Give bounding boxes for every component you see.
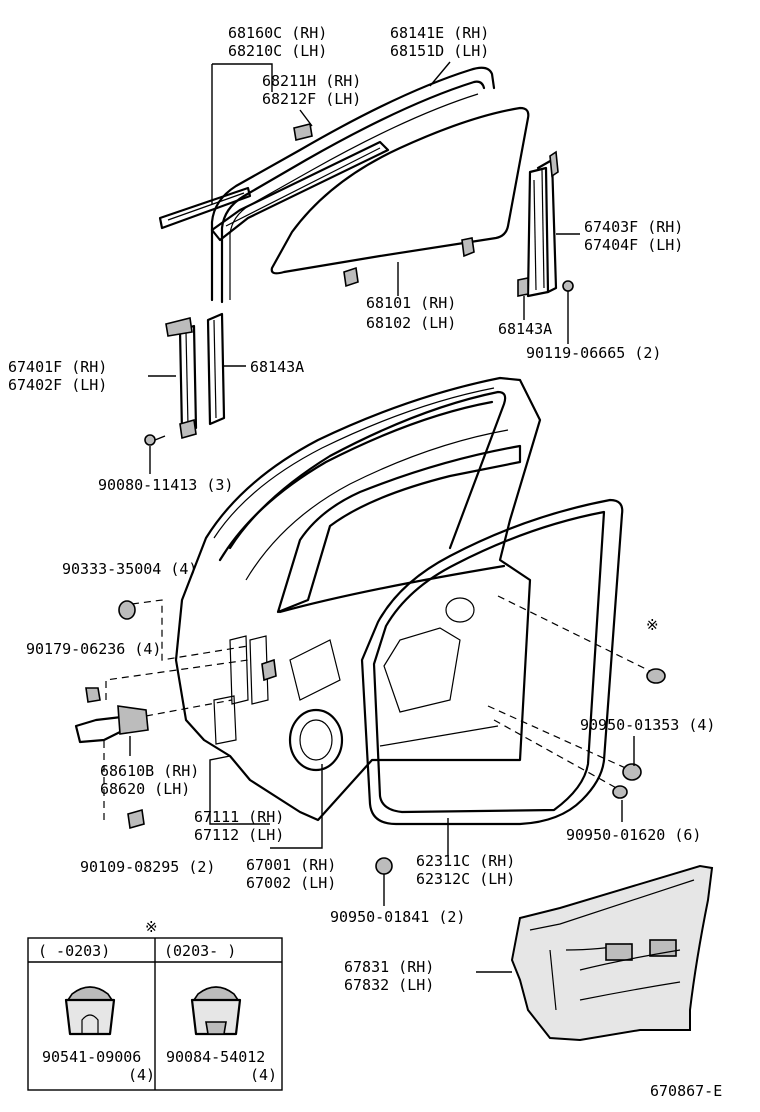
label-67001-lh: 67002 (LH) bbox=[246, 874, 336, 892]
label-67401-rh: 67401F (RH) bbox=[8, 358, 107, 376]
label-90333: 90333-35004 (4) bbox=[62, 560, 197, 578]
label-90950-01620: 90950-01620 (6) bbox=[566, 826, 701, 844]
label-68610-rh: 68610B (RH) bbox=[100, 762, 199, 780]
label-67831-rh: 67831 (RH) bbox=[344, 958, 434, 976]
label-67403-lh: 67404F (LH) bbox=[584, 236, 683, 254]
label-68141-rh: 68141E (RH) bbox=[390, 24, 489, 42]
outer-belt-molding bbox=[158, 186, 252, 230]
door-outer-weatherstrip bbox=[218, 390, 507, 562]
glass-run bbox=[210, 140, 390, 242]
bolt-90080 bbox=[144, 434, 166, 446]
label-67401-lh: 67402F (LH) bbox=[8, 376, 107, 394]
clip-table-col1-header: ( -0203) bbox=[38, 942, 110, 960]
leader-68211 bbox=[299, 109, 313, 127]
screw-90109 bbox=[127, 808, 145, 830]
rear-division-bar bbox=[517, 150, 559, 298]
label-68143a-right: 68143A bbox=[498, 320, 552, 338]
clip-nut-note bbox=[646, 668, 666, 684]
label-68160-lh: 68210C (LH) bbox=[228, 42, 327, 60]
label-67831-lh: 67832 (LH) bbox=[344, 976, 434, 994]
leader-68160 bbox=[212, 63, 273, 92]
clip-90950-01353 bbox=[622, 763, 642, 781]
note-mark: ※ bbox=[646, 616, 659, 634]
clip-table-mark: ※ bbox=[145, 918, 158, 936]
clip-table: ※ ( -0203) (0203- ) 90541-09006 (4) 9008… bbox=[27, 918, 283, 1091]
clip-table-col2-header: (0203- ) bbox=[164, 942, 236, 960]
diagram-code: 670867-E bbox=[650, 1082, 722, 1100]
label-67111-lh: 67112 (LH) bbox=[194, 826, 284, 844]
leader-dash-3 bbox=[493, 719, 621, 791]
leader-dash-7 bbox=[145, 699, 233, 717]
leader-68141 bbox=[429, 61, 451, 87]
label-67001-rh: 67001 (RH) bbox=[246, 856, 336, 874]
bolt-90119 bbox=[562, 280, 574, 300]
clip-90084-54012-icon bbox=[190, 986, 242, 1036]
door-glass bbox=[270, 106, 530, 288]
screw-90179 bbox=[85, 687, 101, 703]
clip-90950-01841 bbox=[375, 857, 393, 875]
door-service-cover bbox=[510, 864, 714, 1042]
label-90179: 90179-06236 (4) bbox=[26, 640, 161, 658]
label-68143a-left: 68143A bbox=[250, 358, 304, 376]
label-67403-rh: 67403F (RH) bbox=[584, 218, 683, 236]
leader-dash-4 bbox=[131, 599, 249, 661]
clip-table-col2-qty: (4) bbox=[250, 1066, 277, 1084]
label-90950-01353: 90950-01353 (4) bbox=[580, 716, 715, 734]
label-68160-rh: 68160C (RH) bbox=[228, 24, 327, 42]
leader-67111 bbox=[209, 755, 270, 825]
door-panel bbox=[174, 376, 542, 822]
label-90119: 90119-06665 (2) bbox=[526, 344, 661, 362]
leader-dash-5 bbox=[105, 659, 249, 700]
label-68101-rh: 68101 (RH) bbox=[366, 294, 456, 312]
door-check bbox=[74, 705, 149, 744]
label-68211-rh: 68211H (RH) bbox=[262, 72, 361, 90]
clip-90541-09006-icon bbox=[64, 986, 116, 1036]
label-68211-lh: 68212F (LH) bbox=[262, 90, 361, 108]
label-67111-rh: 67111 (RH) bbox=[194, 808, 284, 826]
leader-dash-1 bbox=[497, 595, 653, 673]
clip-90950-01620 bbox=[612, 785, 628, 799]
clip-table-col1-qty: (4) bbox=[128, 1066, 155, 1084]
label-90109: 90109-08295 (2) bbox=[80, 858, 215, 876]
door-trim-weatherstrip bbox=[360, 498, 624, 826]
label-62311-lh: 62312C (LH) bbox=[416, 870, 515, 888]
label-68610-lh: 68620 (LH) bbox=[100, 780, 190, 798]
label-90950-01841: 90950-01841 (2) bbox=[330, 908, 465, 926]
leader-dash-2 bbox=[487, 705, 631, 771]
label-68141-lh: 68151D (LH) bbox=[390, 42, 489, 60]
front-run-channel bbox=[206, 312, 226, 426]
label-90080: 90080-11413 (3) bbox=[98, 476, 233, 494]
plug-90333 bbox=[118, 600, 136, 620]
clip-table-col1-part: 90541-09006 bbox=[42, 1048, 141, 1066]
leader-67001 bbox=[270, 764, 323, 849]
label-62311-rh: 62311C (RH) bbox=[416, 852, 515, 870]
label-68101-lh: 68102 (LH) bbox=[366, 314, 456, 332]
division-bracket bbox=[293, 123, 313, 141]
clip-table-col2-part: 90084-54012 bbox=[166, 1048, 265, 1066]
front-division-bar bbox=[165, 317, 198, 440]
